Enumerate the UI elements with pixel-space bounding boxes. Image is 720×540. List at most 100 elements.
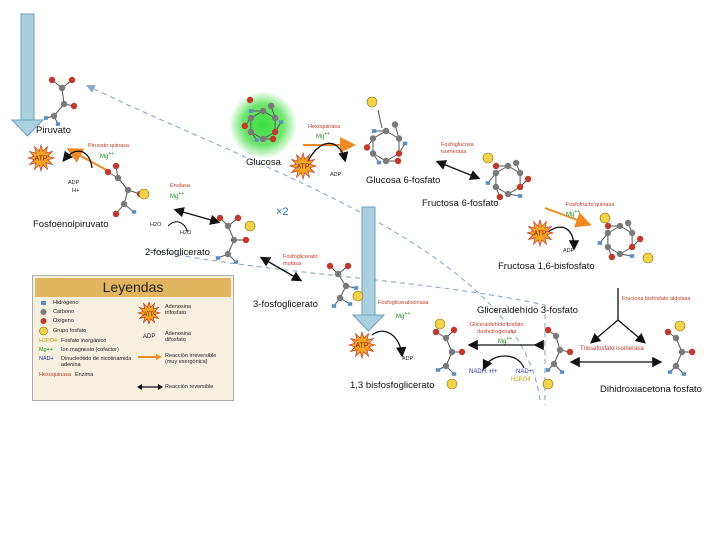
legend-header: Leyendas <box>35 278 231 297</box>
glucose-glow <box>229 91 297 159</box>
carbon-atom <box>672 334 680 342</box>
phosphate-fructosa-6p <box>482 152 494 164</box>
hydrogen-atom <box>376 160 382 165</box>
oxygen-atom <box>269 135 277 143</box>
carbon-atom <box>492 183 500 191</box>
nadh-label: NADH, H+ <box>469 369 498 375</box>
oxygen-icon <box>40 318 47 324</box>
hydrogen-atom <box>331 304 337 308</box>
enolasa-h2o-arc <box>167 221 189 233</box>
hydrogen-atom <box>371 129 377 133</box>
carbon-atom <box>628 229 636 237</box>
adp-piruvato-quinasa: ADP <box>68 180 80 186</box>
oxygen-atom <box>628 243 636 251</box>
hydrogen-atom <box>254 138 260 142</box>
atp-star-fosfoglicerato-cinasa-icon: ATP <box>347 330 377 360</box>
phosphate-dihidroxiacetona <box>674 320 686 332</box>
label-glucosa: Glucosa <box>246 157 281 168</box>
times-two-label: ×2 <box>276 206 289 218</box>
svg-text:ATP: ATP <box>34 156 47 163</box>
hydrogen-atom <box>517 194 523 198</box>
label-glucosa-6p: Glucosa 6-fosfato <box>366 175 441 186</box>
svg-text:ATP: ATP <box>355 343 368 350</box>
label-13-bisfosfoglicerato: 1,3 bisfosfoglicerato <box>350 380 435 391</box>
carbon-atom <box>504 162 512 170</box>
legend-ion-magnesio: Ion magnesio (cofactor) <box>61 347 119 353</box>
hydrogen-icon <box>41 301 46 305</box>
carbon-atom <box>604 229 612 237</box>
mg-fosfoglicerato-cinasa: Mg++ <box>396 311 411 320</box>
oxygen-atom <box>70 102 78 110</box>
legend-hexoquinasa-label: Hexoquinasa <box>39 372 72 378</box>
carbon-atom <box>259 135 267 143</box>
oxygen-atom <box>344 262 352 270</box>
carbon-atom <box>616 222 624 230</box>
carbon-atom <box>442 362 450 370</box>
enzyme-hexoquinasa: Hexoquinasa <box>308 124 341 130</box>
oxygen-atom <box>363 144 371 151</box>
label-fructosa-6p: Fructosa 6-fosfato <box>422 198 499 209</box>
hydrogen-atom <box>248 109 254 113</box>
carbon-atom <box>224 222 232 230</box>
legend-oxigeno: Oxígeno <box>53 318 74 324</box>
phosphate-13-bpg-1 <box>434 318 446 330</box>
aldolasa-right <box>617 319 646 344</box>
carbon-atom <box>124 186 132 194</box>
oxygen-atom <box>544 326 552 334</box>
hydrogen-atom <box>451 372 457 376</box>
carbon-atom <box>552 332 560 340</box>
oxygen-atom <box>326 262 334 270</box>
legend-atom-icons <box>39 301 48 336</box>
carbon-atom <box>60 100 68 108</box>
carbon-atom <box>342 282 350 290</box>
pfk-atp-arc <box>547 226 580 251</box>
label-fructosa-16bp: Fructosa 1,6-bisfosfato <box>498 261 595 272</box>
hydrogen-atom <box>597 241 603 245</box>
carbon-atom <box>230 236 238 244</box>
carbon-atom <box>259 107 267 115</box>
carbon-atom <box>224 250 232 258</box>
adp-pgk: ADP <box>402 356 414 362</box>
mg-hexoquinasa: Mg++ <box>316 131 331 140</box>
hydrogen-atom <box>629 254 635 258</box>
carbon-atom <box>624 219 632 227</box>
aldolasa-left <box>590 319 619 344</box>
hydrogen-atom <box>131 210 137 214</box>
carbon-atom <box>334 270 342 278</box>
enolasa-arrow <box>173 207 221 225</box>
phosphate-fructosa-16bp-2 <box>642 252 654 264</box>
carbon-atom <box>267 102 275 110</box>
carbon-atom <box>58 84 66 92</box>
oxygen-atom <box>112 162 120 170</box>
legend-irreversible-arrow-icon <box>138 354 162 360</box>
enzyme-fructosa-aldolasa: Fructosa bisfosfato aldolasa <box>622 296 691 302</box>
mutasa-arrow <box>259 256 303 282</box>
carbon-atom <box>550 360 558 368</box>
phosphate-2-fosfoglicerato <box>244 220 256 232</box>
phosphate-13-bpg-2 <box>446 378 458 390</box>
carbon-atom <box>369 135 377 142</box>
hydrogen-atom <box>402 141 408 146</box>
oxygen-atom <box>432 328 440 336</box>
hydrogen-atom <box>435 368 441 372</box>
legend-h2po4-label: H2PO4 <box>39 338 58 344</box>
oxygen-atom <box>608 253 616 261</box>
pfk-arrow <box>544 207 592 228</box>
carbon-atom <box>516 169 524 177</box>
label-dihidroxiacetona: Dihidroxiacetona fosfato <box>600 384 702 395</box>
carbon-atom <box>442 334 450 342</box>
oxygen-atom <box>271 128 279 136</box>
mg-gliceraldehido-deshidrogenasa: Mg++ <box>498 336 513 345</box>
carbon-atom <box>616 250 624 258</box>
legend-adp-label: ADP <box>143 334 156 340</box>
h2o-enolasa-2: H2O <box>180 230 192 236</box>
big-arrow-middle-icon <box>351 206 386 332</box>
hydrogen-atom <box>55 122 61 126</box>
